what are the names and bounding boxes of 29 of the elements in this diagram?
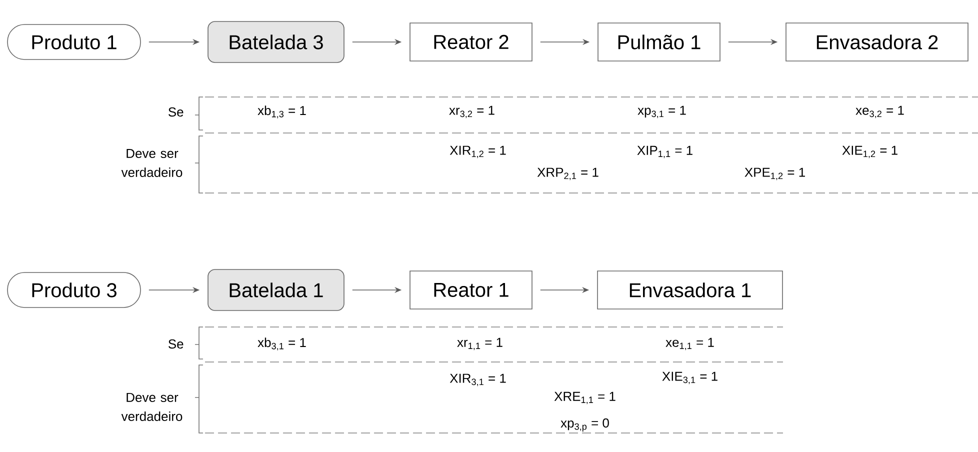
condition-label: xp$_{3,1}$ = 1 (638, 106, 686, 118)
row-label: Se (168, 339, 184, 349)
condition-label: XIR$_{1,2}$ = 1 (450, 146, 506, 158)
row-label: Se (168, 107, 184, 117)
condition-label: XIR$_{3,1}$ = 1 (450, 374, 506, 386)
condition-label: xb$_{1,3}$ = 1 (258, 106, 306, 118)
condition-label: XPE$_{1,2}$ = 1 (744, 168, 805, 180)
equipment-box: Envasadora 2 (786, 22, 968, 62)
condition-label: XRP$_{2,1}$ = 1 (537, 168, 598, 180)
condition-label: XIP$_{1,1}$ = 1 (637, 146, 692, 158)
condition-label: xp$_{3,p}$ = 0 (560, 418, 609, 432)
equipment-box: Envasadora 1 (597, 270, 783, 310)
condition-label: xe$_{3,2}$ = 1 (856, 106, 904, 118)
condition-label: xr$_{1,1}$ = 1 (457, 338, 502, 350)
condition-label: xe$_{1,1}$ = 1 (666, 338, 714, 350)
condition-label: XIE$_{1,2}$ = 1 (842, 146, 898, 158)
condition-label: XRE$_{1,1}$ = 1 (554, 392, 616, 404)
condition-label: xb$_{3,1}$ = 1 (258, 338, 306, 350)
equipment-box: Pulmão 1 (598, 22, 720, 62)
equipment-box: Reator 1 (410, 270, 532, 310)
equipment-box: Reator 2 (410, 22, 532, 62)
row-label: Deve ser verdadeiro (121, 392, 182, 422)
product-pill: Produto 1 (7, 24, 141, 60)
batch-box: Batelada 3 (208, 21, 344, 63)
batch-box: Batelada 1 (208, 269, 344, 311)
product-pill: Produto 3 (7, 272, 141, 308)
row-label: Deve ser verdadeiro (121, 148, 182, 178)
condition-label: xr$_{3,2}$ = 1 (449, 106, 494, 118)
condition-label: XIE$_{3,1}$ = 1 (662, 372, 718, 384)
